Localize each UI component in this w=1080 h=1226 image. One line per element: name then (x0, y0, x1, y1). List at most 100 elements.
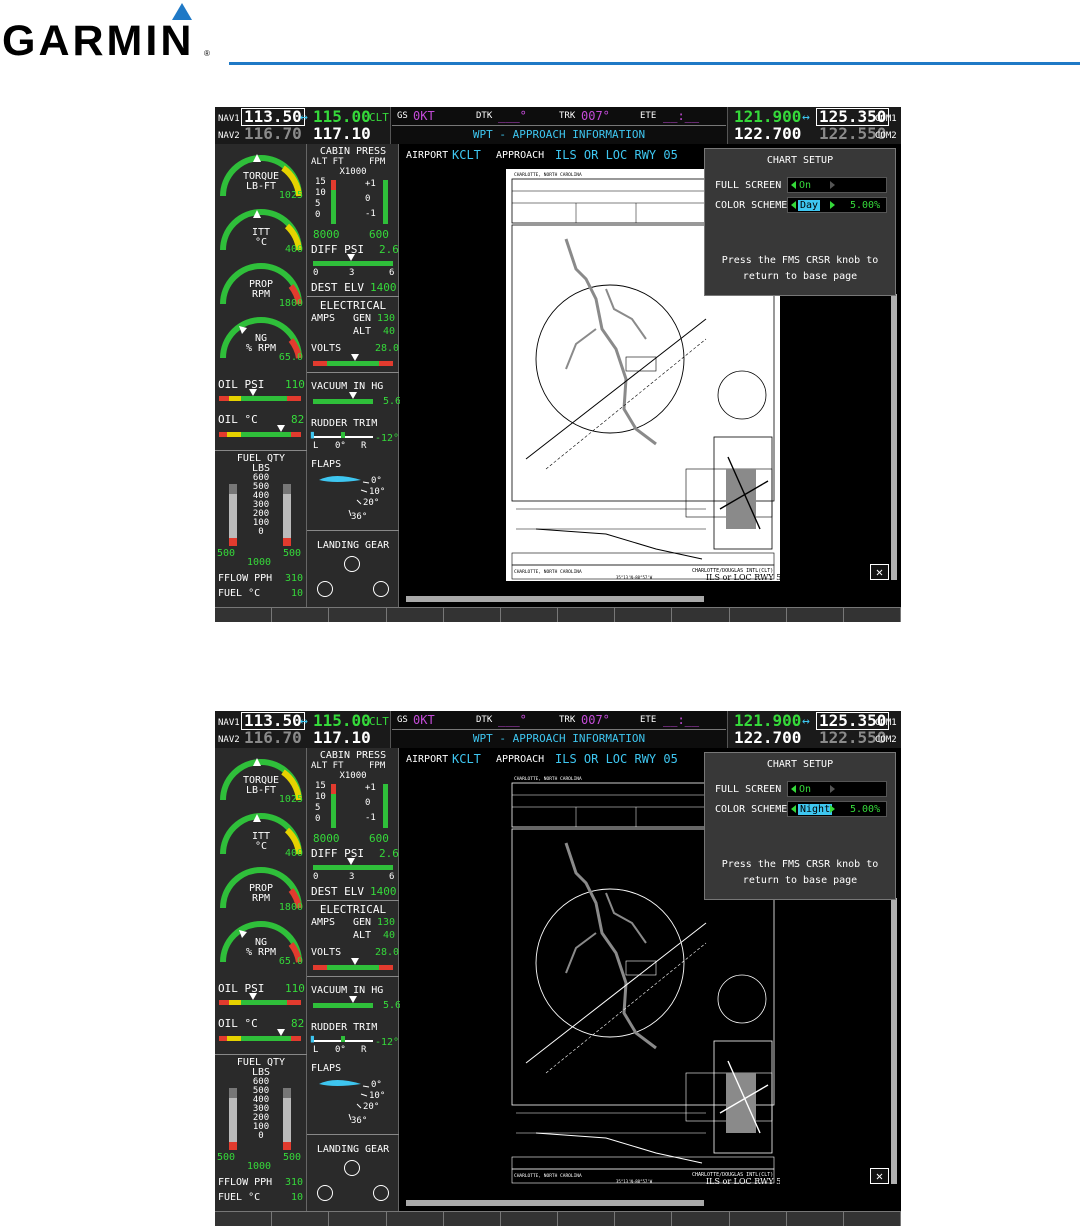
com2-standby-freq[interactable]: 122.550 (819, 124, 887, 143)
x1000-label: X1000 (339, 167, 367, 177)
softkey[interactable] (787, 1212, 844, 1226)
softkey[interactable] (329, 1212, 387, 1226)
chart-vertical-scrollbar[interactable] (891, 294, 897, 580)
nav1-active-freq[interactable]: 113.50 (241, 108, 305, 126)
com1-active-freq[interactable]: 121.900 (734, 711, 802, 730)
flaps-tick-20: 20° (363, 498, 380, 508)
color-scheme-value[interactable]: Day (798, 200, 821, 211)
flaps-tick-20: 20° (363, 1102, 380, 1112)
full-screen-field[interactable]: On (787, 781, 887, 797)
garmin-header: GARMIN ® (0, 0, 1080, 80)
softkey[interactable] (501, 1212, 559, 1226)
softkey[interactable] (501, 608, 559, 622)
fpm-tick-2: -1 (365, 209, 376, 219)
softkey[interactable] (730, 608, 787, 622)
softkey[interactable] (672, 1212, 730, 1226)
fuel-qty-label: FUEL QTY (236, 1057, 286, 1068)
nav1-label: NAV1 (218, 718, 240, 728)
full-screen-field[interactable]: On (787, 177, 887, 193)
rudder-tick-l: L (313, 1045, 319, 1055)
softkey-bar (215, 1211, 901, 1226)
softkey[interactable] (387, 608, 444, 622)
softkey[interactable] (272, 608, 330, 622)
nav1-standby-freq[interactable]: 115.00 (313, 107, 371, 126)
com1-standby-freq[interactable]: 125.350 (816, 712, 890, 730)
softkey[interactable] (558, 1212, 616, 1226)
chart-vertical-scrollbar[interactable] (891, 898, 897, 1184)
softkey[interactable] (329, 608, 387, 622)
close-icon[interactable]: ✕ (870, 564, 889, 580)
gear-right-icon (373, 1185, 389, 1201)
close-icon[interactable]: ✕ (870, 1168, 889, 1184)
color-scheme-field[interactable]: Night 5.00% (787, 801, 887, 817)
com2-active-freq[interactable]: 122.700 (734, 124, 802, 143)
com2-active-freq[interactable]: 122.700 (734, 728, 802, 747)
approach-field[interactable]: ILS OR LOC RWY 05 (555, 752, 678, 766)
flaps-label: FLAPS (311, 1063, 342, 1074)
cabin-alt-value: 8000 (313, 832, 340, 845)
softkey[interactable] (672, 608, 730, 622)
softkey[interactable] (615, 608, 673, 622)
nav2-standby-freq[interactable]: 117.10 (313, 124, 371, 143)
approach-field[interactable]: ILS OR LOC RWY 05 (555, 148, 678, 162)
ete-value: __:__ (663, 109, 700, 123)
nav-radio-box[interactable]: NAV1 113.50 ↔ 115.00 CLT NAV2 116.70 117… (215, 711, 391, 748)
approach-chart-area[interactable]: AIRPORT KCLT APPROACH ILS OR LOC RWY 05 (400, 144, 901, 611)
softkey[interactable] (215, 608, 273, 622)
diff-psi-pointer-icon (347, 254, 355, 261)
softkey[interactable] (730, 1212, 787, 1226)
systems-column: CABIN PRESS ALT FT FPM X1000 15 10 5 0 +… (307, 748, 401, 1216)
com1-active-freq[interactable]: 121.900 (734, 107, 802, 126)
softkey[interactable] (215, 1212, 273, 1226)
popup-instruction-line2: return to base page (742, 271, 858, 282)
full-screen-value: On (799, 180, 812, 191)
softkey[interactable] (272, 1212, 330, 1226)
dest-elv-value: 1400 (370, 885, 397, 898)
torque-label: TORQUE (242, 171, 280, 182)
com-radio-box[interactable]: 121.900 ↔ 125.350 COM1 122.700 122.550 C… (727, 711, 901, 748)
com1-standby-freq[interactable]: 125.350 (816, 108, 890, 126)
mfd-screen-day: NAV1 113.50 ↔ 115.00 CLT NAV2 116.70 117… (215, 107, 901, 622)
fuel-scale-6: 0 (258, 1131, 264, 1141)
nav2-active-freq[interactable]: 116.70 (244, 728, 302, 747)
prop-unit: RPM (251, 893, 271, 904)
softkey[interactable] (444, 1212, 501, 1226)
softkey[interactable] (844, 608, 901, 622)
chart-horizontal-scrollbar[interactable] (406, 596, 704, 602)
softkey[interactable] (787, 608, 844, 622)
nav2-active-freq[interactable]: 116.70 (244, 124, 302, 143)
com-radio-box[interactable]: 121.900 ↔ 125.350 COM1 122.700 122.550 C… (727, 107, 901, 144)
diff-tick-0: 0 (313, 268, 319, 278)
color-scheme-value[interactable]: Night (798, 804, 833, 815)
systems-divider-3 (307, 1134, 399, 1135)
softkey[interactable] (615, 1212, 673, 1226)
softkey[interactable] (387, 1212, 444, 1226)
softkey[interactable] (558, 608, 616, 622)
nav1-active-freq[interactable]: 113.50 (241, 712, 305, 730)
rudder-trim-bar (313, 1036, 373, 1042)
nav-radio-box[interactable]: NAV1 113.50 ↔ 115.00 CLT NAV2 116.70 117… (215, 107, 391, 144)
nav2-standby-freq[interactable]: 117.10 (313, 728, 371, 747)
fpm-tape (383, 784, 388, 828)
airport-ident-field[interactable]: KCLT (452, 752, 481, 766)
gear-left-icon (317, 581, 333, 597)
gear-left-icon (317, 1185, 333, 1201)
header-rule (229, 62, 1080, 65)
landing-gear-label: LANDING GEAR (316, 540, 390, 551)
fuel-qty-unit: LBS (251, 1067, 271, 1078)
chart-horizontal-scrollbar[interactable] (406, 1200, 704, 1206)
fuel-c-label: FUEL °C (218, 1192, 261, 1203)
color-scheme-field[interactable]: Day 5.00% (787, 197, 887, 213)
softkey[interactable] (444, 608, 501, 622)
nav1-standby-freq[interactable]: 115.00 (313, 711, 371, 730)
airport-ident-field[interactable]: KCLT (452, 148, 481, 162)
approach-chart-area[interactable]: AIRPORT KCLT APPROACH ILS OR LOC RWY 05 (400, 748, 901, 1215)
com2-standby-freq[interactable]: 122.550 (819, 728, 887, 747)
ng-arc-icon (220, 921, 302, 963)
systems-divider-2 (307, 372, 399, 373)
airport-label: AIRPORT (406, 150, 449, 161)
color-threshold-value[interactable]: 5.00% (850, 804, 881, 815)
color-threshold-value[interactable]: 5.00% (850, 200, 881, 211)
softkey[interactable] (844, 1212, 901, 1226)
nav1-label: NAV1 (218, 114, 240, 124)
